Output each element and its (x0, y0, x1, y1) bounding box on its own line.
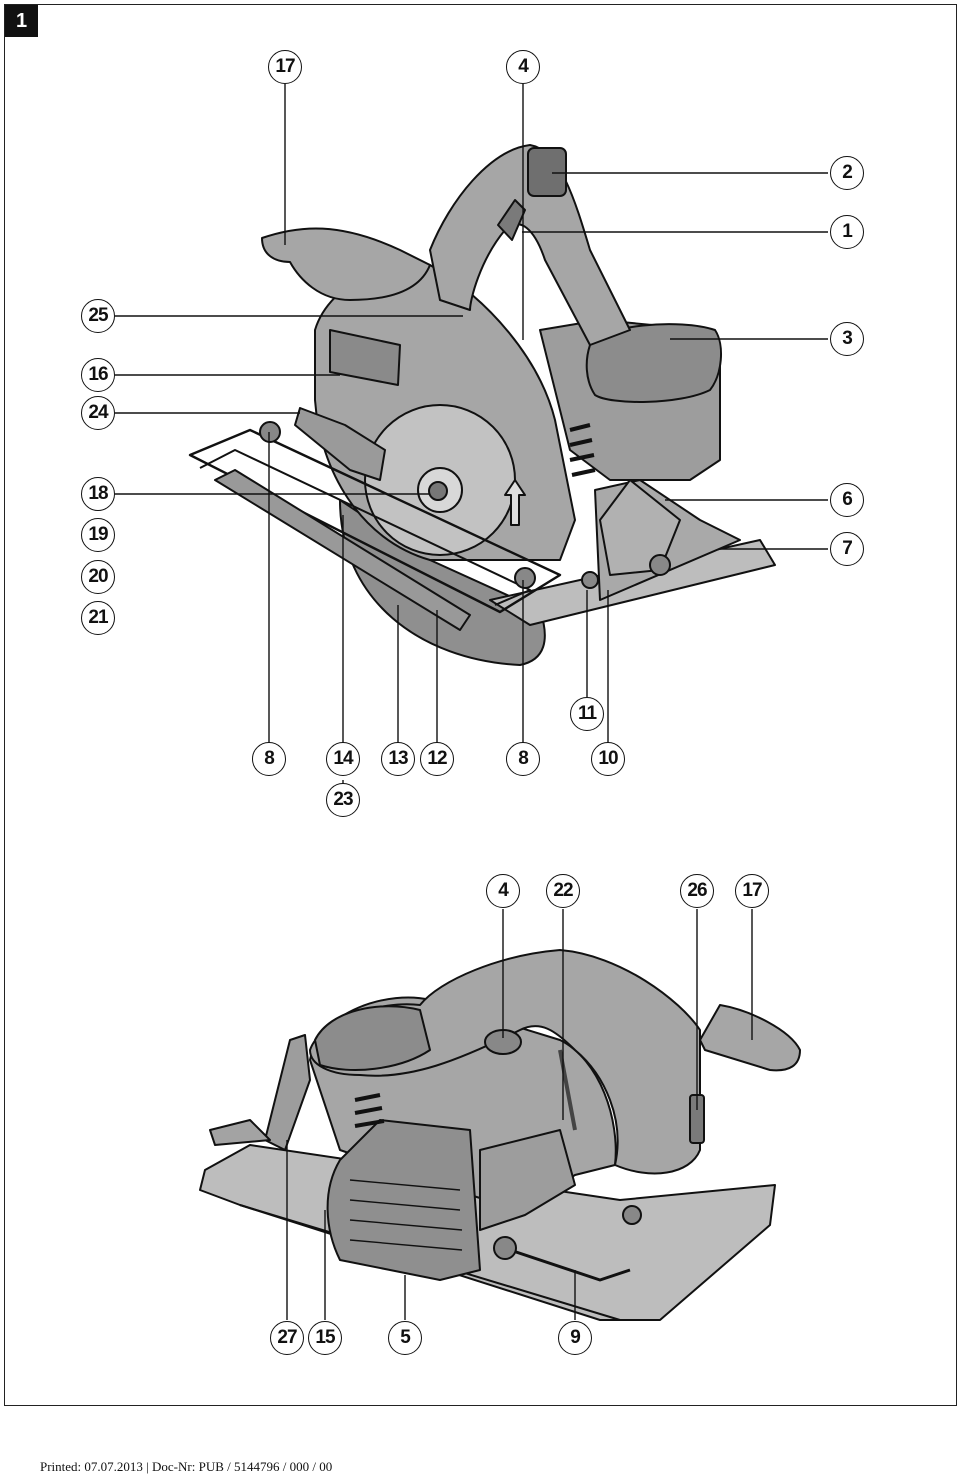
callout-13: 13 (381, 742, 415, 776)
callout-23: 23 (326, 783, 360, 817)
callout-15: 15 (308, 1321, 342, 1355)
top-leader-lines (115, 84, 828, 785)
callout-19: 19 (81, 518, 115, 552)
callout-2: 2 (830, 156, 864, 190)
callout-27: 27 (270, 1321, 304, 1355)
bottom-saw-drawing (199, 949, 801, 1321)
callout-24: 24 (81, 396, 115, 430)
callout-11: 11 (570, 697, 604, 731)
print-footer: Printed: 07.07.2013 | Doc-Nr: PUB / 5144… (40, 1459, 333, 1474)
callout-12: 12 (420, 742, 454, 776)
figure-number-badge: 1 (5, 5, 38, 37)
callout-26: 26 (680, 874, 714, 908)
callout-20: 20 (81, 560, 115, 594)
callout-16: 16 (81, 358, 115, 392)
top-saw-drawing (188, 144, 776, 666)
callout-22: 22 (546, 874, 580, 908)
callout-8-left: 8 (252, 742, 286, 776)
callout-17-top: 17 (268, 50, 302, 84)
callout-10: 10 (591, 742, 625, 776)
callout-14: 14 (326, 742, 360, 776)
callout-21: 21 (81, 601, 115, 635)
bottom-leader-lines (286, 909, 753, 1320)
callout-3: 3 (830, 322, 864, 356)
callout-4-bottom: 4 (486, 874, 520, 908)
callout-4-top: 4 (506, 50, 540, 84)
callout-25: 25 (81, 299, 115, 333)
callout-7: 7 (830, 532, 864, 566)
callout-6: 6 (830, 483, 864, 517)
callout-9: 9 (558, 1321, 592, 1355)
callout-18: 18 (81, 477, 115, 511)
figure-frame (4, 4, 957, 1406)
callout-17-bottom: 17 (735, 874, 769, 908)
callout-1: 1 (830, 215, 864, 249)
callout-5: 5 (388, 1321, 422, 1355)
callout-8-right: 8 (506, 742, 540, 776)
